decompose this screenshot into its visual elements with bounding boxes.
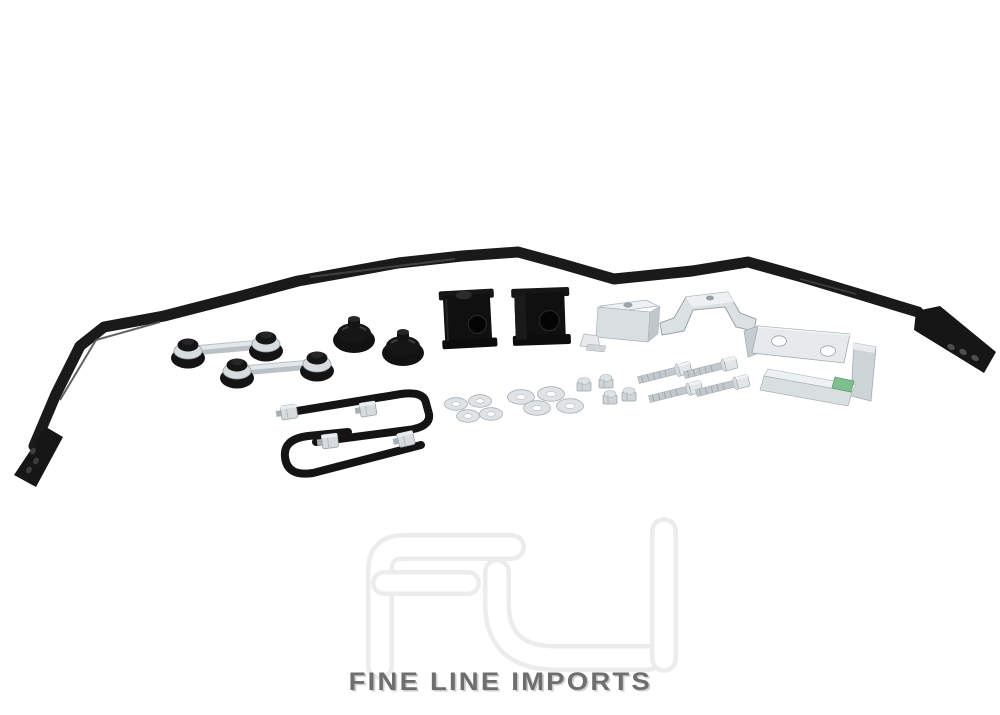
sway-bar-left-end — [14, 427, 63, 487]
mushroom-bushing — [333, 316, 375, 353]
u-bolt-nut — [354, 400, 378, 418]
end-link — [220, 351, 334, 389]
end-link — [171, 331, 283, 369]
lock-nut — [602, 390, 618, 405]
saddle-bracket — [579, 299, 661, 353]
washer-large — [507, 389, 535, 405]
hat-bracket — [659, 291, 757, 336]
link-bushing-stack — [300, 351, 334, 382]
lock-nut — [576, 377, 592, 392]
u-bolt — [280, 428, 425, 478]
hex-bolt — [695, 374, 751, 397]
angle-bracket-two-hole — [743, 325, 851, 364]
washer-large — [556, 398, 584, 414]
hex-bolt — [683, 356, 739, 379]
link-bushing-stack — [220, 358, 254, 389]
mount-bushing-block — [438, 288, 498, 350]
washer-small — [444, 397, 468, 411]
washer-large — [537, 386, 565, 402]
lock-nut — [621, 387, 637, 402]
u-bolt — [287, 389, 434, 446]
link-bushing-stack — [171, 338, 205, 369]
washer-large — [523, 400, 551, 416]
green-sticker — [831, 376, 855, 393]
mushroom-bushing — [382, 329, 424, 366]
brand-watermark-text: FINE LINE IMPORTS — [348, 668, 652, 696]
washer-small — [468, 394, 492, 408]
u-bolt-nut — [275, 403, 299, 421]
mount-bushing-block — [511, 287, 571, 346]
sway-bar-right-end — [914, 306, 996, 373]
lock-nut — [598, 374, 614, 389]
l-bracket-green-sticker — [759, 342, 877, 407]
u-bolt-nut — [316, 432, 339, 450]
hex-bolt — [648, 380, 704, 403]
sway-bar — [14, 246, 996, 487]
link-bushing-stack — [249, 331, 283, 362]
washer-small — [479, 407, 503, 421]
washer-small — [456, 409, 480, 423]
fli-logo-watermark-icon: FLI — [366, 517, 678, 680]
u-bolt-nut — [392, 430, 416, 448]
